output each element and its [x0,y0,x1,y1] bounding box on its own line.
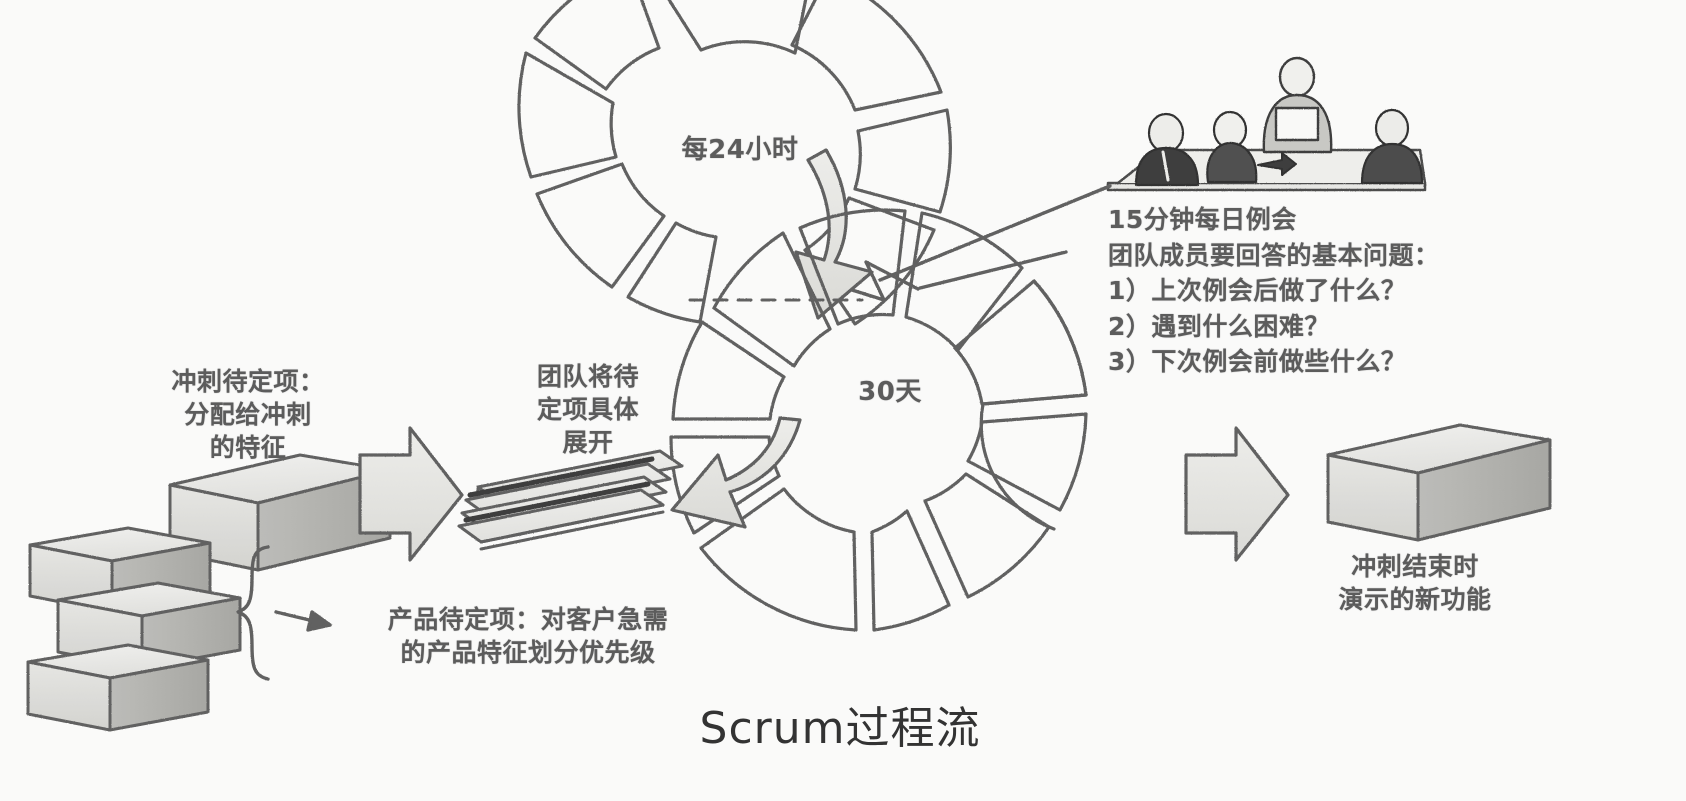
backlog-brace [236,545,270,681]
daily-meeting-notes: 15分钟每日例会 团队成员要回答的基本问题： 1）上次例会后做了什么？ 2）遇到… [1108,205,1440,376]
sprint-cycle-arrow [670,416,802,529]
flow-arrow-2 [1184,426,1290,562]
backlog-box-bottom [26,643,210,732]
backlog-box-top [168,453,392,572]
product-backlog-label: 产品待定项：对客户急需 的产品特征划分优先级 [387,605,669,667]
daily-cycle-ring [517,0,952,326]
sprint-docs-edges [463,456,655,523]
deliverable-box [1326,423,1552,542]
diagram-title: Scrum过程流 [699,703,981,754]
sprint-cycle-label: 30天 [858,377,922,407]
flow-arrow-1 [358,426,464,562]
sprint-backlog-label: 冲刺待定项： 分配给冲刺 的特征 [171,367,325,462]
team-expand-backlog-label: 团队将待 定项具体 展开 [536,362,639,457]
product-backlog-boxes [26,453,392,732]
sprint-demo-label: 冲刺结束时 演示的新功能 [1338,552,1492,614]
meeting-leader-line [850,184,1112,302]
daily-cycle-arrow [794,148,874,320]
daily-cycle-label: 每24小时 [681,135,799,165]
backlog-leader-line [274,610,332,632]
